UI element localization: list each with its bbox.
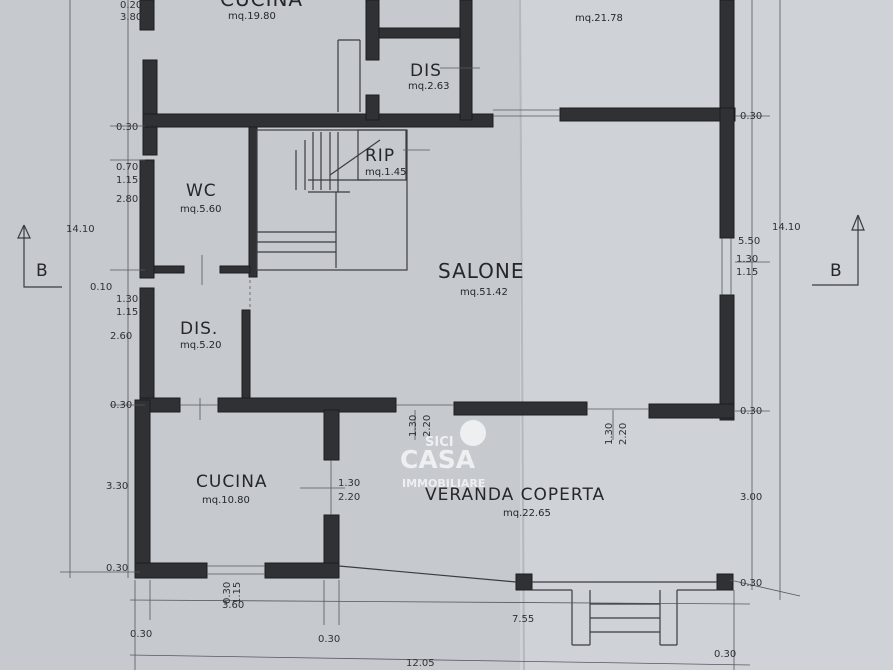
dim-left-total: 14.10 [66,224,95,235]
dim-door-1-30c: 1.30 [604,423,615,445]
dim-left-0-30a: 0.30 [116,122,138,133]
dim-door-1-30b: 1.30 [408,415,419,437]
section-mark-right: B [812,214,865,286]
room-name-dis: DIS. [180,319,218,339]
dim-right-total: 14.10 [772,222,801,233]
section-label-right: B [830,261,843,281]
dim-bottom-3-60: 3.60 [222,600,244,611]
dimension-lines [60,0,801,670]
room-name-salone: SALONE [438,259,525,283]
dim-right-0-30a: 0.30 [740,111,762,122]
room-area-salone: mq.51.42 [460,287,508,298]
dim-right-3-00: 3.00 [740,492,762,503]
dim-left-0-30c: 0.30 [106,563,128,574]
watermark-line2: CASA [400,445,476,474]
dim-right-0-30c: 0.30 [740,578,762,589]
dim-left-1-30: 1.30 [116,294,138,305]
dim-door-2-20c: 2.20 [618,423,629,445]
dim-right-1-15: 1.15 [736,267,758,278]
room-area-cucina: mq.10.80 [202,495,250,506]
dim-left-1-15a: 1.15 [116,175,138,186]
room-area-rip: mq.1.45 [365,167,407,178]
room-area-dis-top: mq.2.63 [408,81,450,92]
room-area-wc: mq.5.60 [180,204,222,215]
room-name-dis-top: DIS [410,61,442,81]
room-name-cucina-top: CUCINA [220,0,303,11]
room-name-veranda: VERANDA COPERTA [425,485,605,505]
room-name-cucina: CUCINA [196,472,268,492]
paper-left [0,0,520,670]
room-area-dis: mq.5.20 [180,340,222,351]
dim-bottom-0-30c: 0.30 [714,649,736,660]
dim-left-2-80: 2.80 [116,194,138,205]
paper-fold [519,0,525,670]
watermark-logo: SICI CASA IMMOBILIARE [400,420,486,490]
walls [134,0,736,591]
dim-win-0-30: 0.30 [222,582,233,604]
room-area-soggiorno-top: mq.21.78 [575,13,623,24]
section-label-left: B [36,261,49,281]
dim-left-3-80: 3.80 [120,12,142,23]
dim-door-1-30a: 1.30 [338,478,360,489]
room-area-veranda: mq.22.65 [503,508,551,519]
section-mark-left: B [17,224,62,288]
dim-door-2-20b: 2.20 [422,415,433,437]
dim-bottom-0-30b: 0.30 [318,634,340,645]
openings [180,109,732,575]
watermark-line3: IMMOBILIARE [402,477,485,490]
dim-left-0-10: 0.10 [90,282,112,293]
dim-left-3-30: 3.30 [106,481,128,492]
logo-circle-icon [460,420,486,446]
dim-left-0-70: 0.70 [116,162,138,173]
dim-door-2-20a: 2.20 [338,492,360,503]
dim-win-1-15: 1.15 [232,582,243,604]
veranda-outline [338,565,717,646]
paper-right [520,0,893,670]
watermark-line1: SICI [425,435,454,450]
dim-bottom-7-55: 7.55 [512,614,534,625]
room-area-cucina-top: mq.19.80 [228,11,276,22]
room-name-wc: WC [186,181,217,201]
rip-closet [357,129,407,181]
dim-bottom-0-30a: 0.30 [130,629,152,640]
dim-left-0-30b: 0.30 [110,400,132,411]
dim-bottom-total: 12.05 [406,658,435,669]
room-name-rip: RIP [365,146,395,166]
dim-left-0-20: 0.20 [120,0,142,11]
staircase [256,39,408,271]
dim-left-1-15b: 1.15 [116,307,138,318]
dim-left-2-60: 2.60 [110,331,132,342]
dim-right-5-50: 5.50 [738,236,760,247]
dim-right-1-30: 1.30 [736,254,758,265]
dim-right-0-30b: 0.30 [740,406,762,417]
